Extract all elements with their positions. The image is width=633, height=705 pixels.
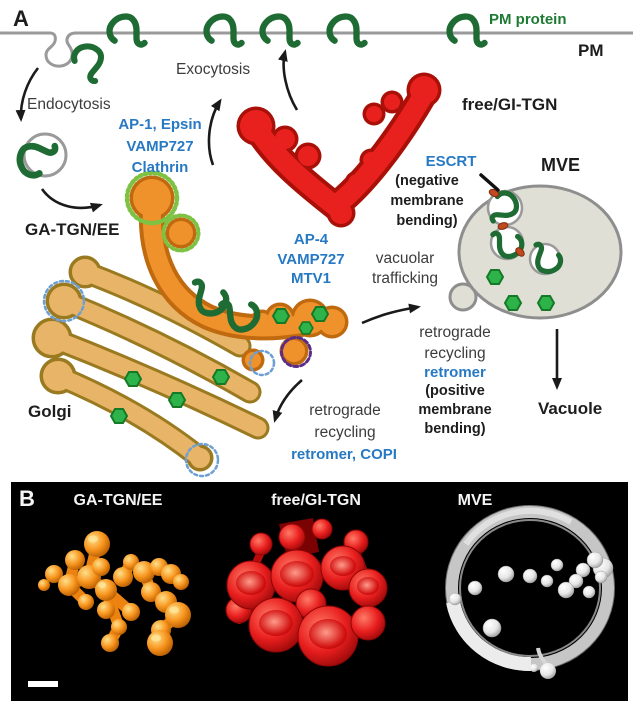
free-gi-tgn-label: free/GI-TGN: [462, 95, 558, 114]
retromer-right-label: retromer: [424, 364, 486, 381]
panel-b-ga-tgn-label: GA-TGN/EE: [73, 492, 163, 509]
retromer-coat-icon-golgi-left: [42, 279, 86, 323]
endocytosis-arrow: [15, 67, 40, 122]
positive-membrane-bending-note: (positive membrane bending): [418, 383, 492, 437]
escrt-label: ESCRT: [425, 153, 477, 170]
escrt-pointer-line: [479, 173, 500, 192]
pm-protein-icons: [68, 17, 484, 83]
exocytosis-arrow-left: [207, 98, 222, 166]
retrograde-recycling-left-label: retrograde recycling: [309, 402, 381, 441]
vacuolar-trafficking-label: vacuolar trafficking: [371, 250, 439, 287]
panel-b-art: [28, 505, 615, 687]
golgi-label: Golgi: [28, 402, 72, 421]
exocytosis-arrow-right: [277, 49, 299, 111]
pathway-arrows: [15, 49, 562, 423]
clathrin-coat-icons: [124, 170, 201, 253]
mve-organelle: [448, 173, 623, 320]
panel-a-art: [0, 0, 633, 478]
retrograde-recycling-right-label: retrograde recycling: [419, 324, 491, 362]
free-gi-tgn-reconstruction: [225, 518, 388, 667]
retrograde-left-arrow: [272, 379, 303, 423]
retromer-copi-label: retromer, COPI: [291, 446, 397, 463]
panel-a-letter: A: [13, 6, 29, 31]
panel-b-mve-label: MVE: [457, 492, 493, 509]
scale-bar: [28, 681, 58, 687]
mve-label: MVE: [541, 155, 581, 175]
golgi-stack: [31, 255, 270, 472]
ga-tgn-reconstruction: [38, 531, 191, 656]
retromer-coat-icon-golgi-right: [184, 442, 220, 478]
retromer-coat-icon: [248, 349, 276, 377]
free-gi-tgn-organelle: [236, 72, 442, 228]
plasma-membrane-line: [0, 31, 633, 68]
vacuole-label: Vacuole: [538, 399, 603, 418]
escrt-dot-icons: [488, 188, 525, 257]
vesicle-to-tgn-arrow: [40, 188, 103, 213]
ga-tgn-ee-organelle: [42, 170, 349, 478]
vacuolar-trafficking-arrow: [361, 303, 421, 325]
ap1-epsin-vamp727-clathrin-label: AP-1, Epsin VAMP727 Clathrin: [118, 116, 202, 176]
panel-b-micrographs: B GA-TGN/EE free/GI-TGN MVE: [11, 482, 628, 701]
exocytosis-label: Exocytosis: [176, 61, 251, 78]
mve-reconstruction: [445, 505, 615, 679]
purple-coat-icon: [280, 336, 312, 368]
ga-tgn-ee-label: GA-TGN/EE: [25, 220, 120, 239]
endocytic-vesicle: [14, 134, 68, 180]
pm-protein-label: PM protein: [489, 11, 567, 28]
pm-label: PM: [578, 41, 604, 60]
panel-b-free-tgn-label: free/GI-TGN: [271, 492, 361, 509]
panel-b-letter: B: [19, 486, 35, 511]
endocytosis-label: Endocytosis: [27, 96, 111, 113]
ap4-vamp727-mtv1-label: AP-4 VAMP727 MTV1: [277, 231, 345, 287]
negative-membrane-bending-note: (negative membrane bending): [390, 173, 464, 229]
